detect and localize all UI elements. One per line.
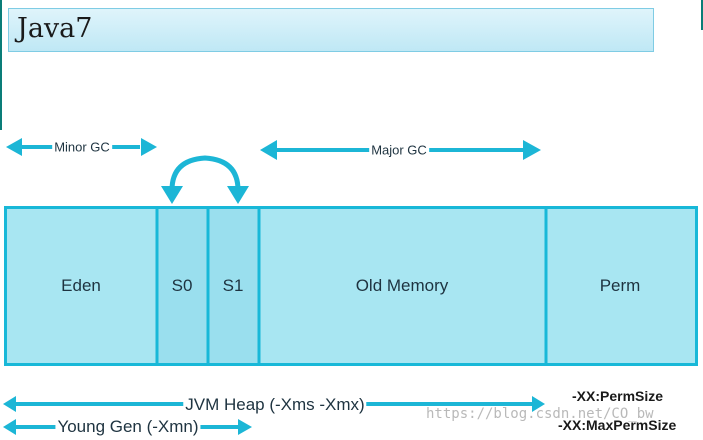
young-gen-label: Young Gen (-Xmn) xyxy=(55,417,201,437)
region-s1: S1 xyxy=(222,276,244,295)
watermark: https://blog.csdn.net/CO_bw xyxy=(426,406,654,422)
region-s1-box xyxy=(206,206,261,366)
region-old-memory: Old Memory xyxy=(355,276,449,295)
perm-size-option: -XX:PermSize xyxy=(572,388,664,404)
region-s0: S0 xyxy=(171,276,193,295)
title-banner: Java7 xyxy=(8,8,654,52)
max-perm-size-option: -XX:MaxPermSize xyxy=(558,417,677,433)
minor-gc-label: Minor GC xyxy=(52,139,112,155)
region-s0-box xyxy=(155,206,210,366)
left-edge-decoration xyxy=(0,0,2,130)
region-perm: Perm xyxy=(599,276,641,295)
heap-outline xyxy=(4,206,698,366)
major-gc-label: Major GC xyxy=(369,142,429,158)
jvm-heap-label: JVM Heap (-Xms -Xmx) xyxy=(183,395,367,415)
heap-diagram: Eden S0 S1 Old Memory Perm xyxy=(4,206,698,366)
region-eden: Eden xyxy=(61,276,101,295)
right-edge-decoration xyxy=(701,0,703,30)
page-title: Java7 xyxy=(17,13,93,44)
survivor-swap-arrow xyxy=(161,155,249,204)
